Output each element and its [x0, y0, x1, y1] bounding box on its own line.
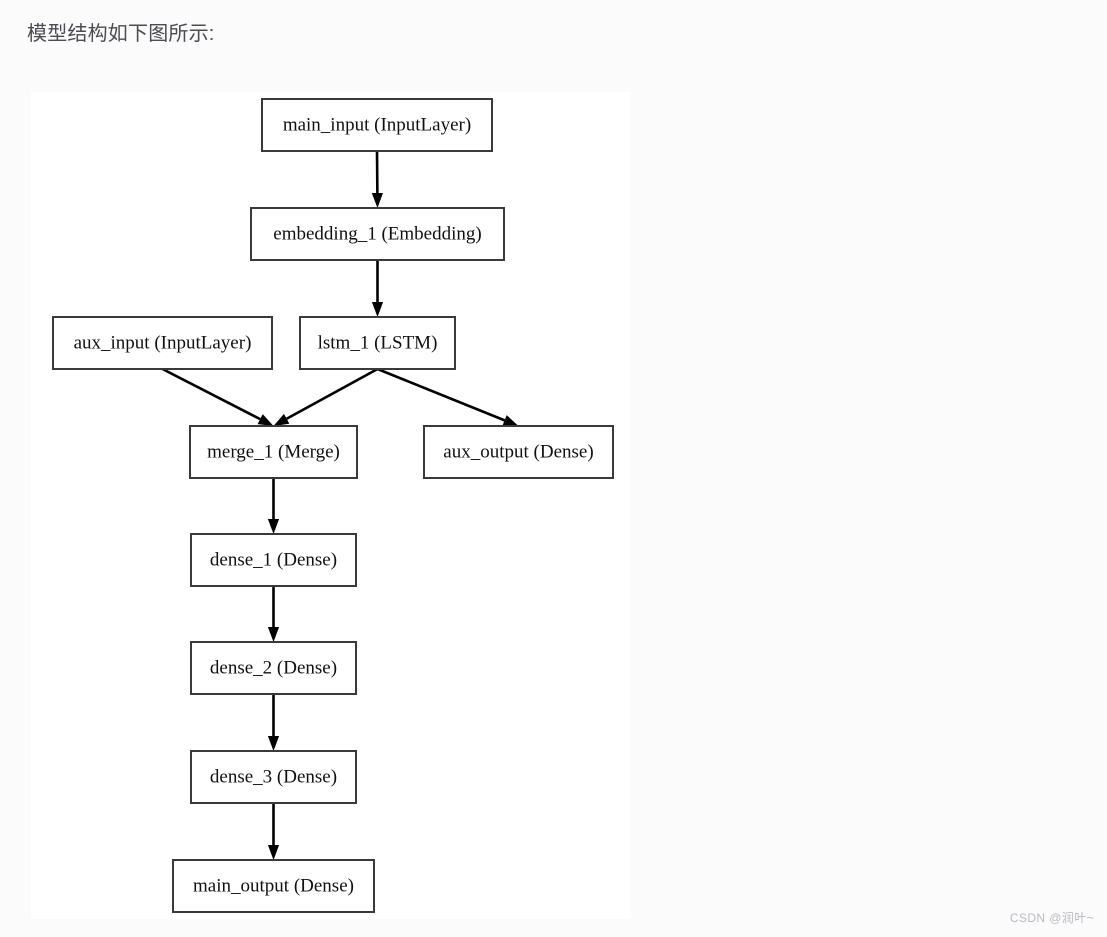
graph-node-box-embedding_1 — [250, 207, 505, 261]
graph-node-box-main_input — [261, 98, 493, 152]
graph-node-label-dense_1: dense_1 (Dense) — [210, 549, 337, 570]
graph-edge-lstm_1-to-merge_1 — [286, 367, 379, 420]
graph-node-dense_1: dense_1 (Dense) — [190, 533, 357, 587]
graph-arrowhead-embedding_1 — [371, 192, 383, 208]
graph-arrowhead-aux_output — [502, 415, 519, 426]
graph-arrowhead-lstm_1 — [371, 302, 384, 317]
graph-edges-layer — [161, 150, 519, 860]
graph-node-dense_3: dense_3 (Dense) — [190, 750, 357, 804]
page-title: 模型结构如下图所示: — [27, 23, 215, 45]
graph-node-box-dense_2 — [190, 641, 357, 695]
graph-arrowhead-merge_1 — [257, 414, 274, 426]
graph-node-main_input: main_input (InputLayer) — [261, 98, 493, 152]
graph-node-lstm_1: lstm_1 (LSTM) — [299, 316, 456, 370]
graph-node-embedding_1: embedding_1 (Embedding) — [250, 207, 505, 261]
graph-nodes-layer: main_input (InputLayer) embedding_1 (Embe… — [52, 98, 614, 913]
graph-node-main_output: main_output (Dense) — [172, 859, 375, 913]
graph-node-box-main_output — [172, 859, 375, 913]
graph-node-aux_output: aux_output (Dense) — [423, 425, 614, 479]
graph-node-label-aux_output: aux_output (Dense) — [443, 441, 593, 462]
graph-node-box-aux_input — [52, 316, 273, 370]
graph-node-box-dense_1 — [190, 533, 357, 587]
graph-node-label-embedding_1: embedding_1 (Embedding) — [273, 223, 481, 244]
model-architecture-diagram-panel: main_input (InputLayer) embedding_1 (Embe… — [31, 92, 630, 919]
graph-arrowhead-dense_2 — [267, 627, 280, 642]
graph-node-label-lstm_1: lstm_1 (LSTM) — [318, 332, 438, 353]
graph-node-box-lstm_1 — [299, 316, 456, 370]
graph-node-label-main_output: main_output (Dense) — [193, 875, 354, 896]
graph-node-label-main_input: main_input (InputLayer) — [283, 114, 471, 135]
graph-node-label-dense_3: dense_3 (Dense) — [210, 766, 337, 787]
graph-node-merge_1: merge_1 (Merge) — [189, 425, 358, 479]
graph-node-label-dense_2: dense_2 (Dense) — [210, 657, 337, 678]
graph-arrowhead-dense_3 — [267, 736, 280, 751]
model-graph-svg: main_input (InputLayer) embedding_1 (Embe… — [52, 98, 614, 913]
csdn-watermark: CSDN @润叶~ — [1009, 911, 1094, 925]
graph-node-dense_2: dense_2 (Dense) — [190, 641, 357, 695]
graph-node-label-aux_input: aux_input (InputLayer) — [74, 332, 252, 353]
graph-arrowhead-main_output — [267, 845, 280, 860]
graph-node-aux_input: aux_input (InputLayer) — [52, 316, 273, 370]
graph-node-box-aux_output — [423, 425, 614, 479]
graph-edge-aux_input-to-merge_1 — [161, 367, 261, 421]
graph-edge-lstm_1-to-aux_output — [377, 367, 506, 422]
graph-node-label-merge_1: merge_1 (Merge) — [207, 441, 340, 462]
graph-arrowhead-merge_1 — [273, 413, 290, 426]
graph-node-box-dense_3 — [190, 750, 357, 804]
graph-node-box-merge_1 — [189, 425, 358, 479]
graph-arrowhead-dense_1 — [267, 519, 280, 534]
